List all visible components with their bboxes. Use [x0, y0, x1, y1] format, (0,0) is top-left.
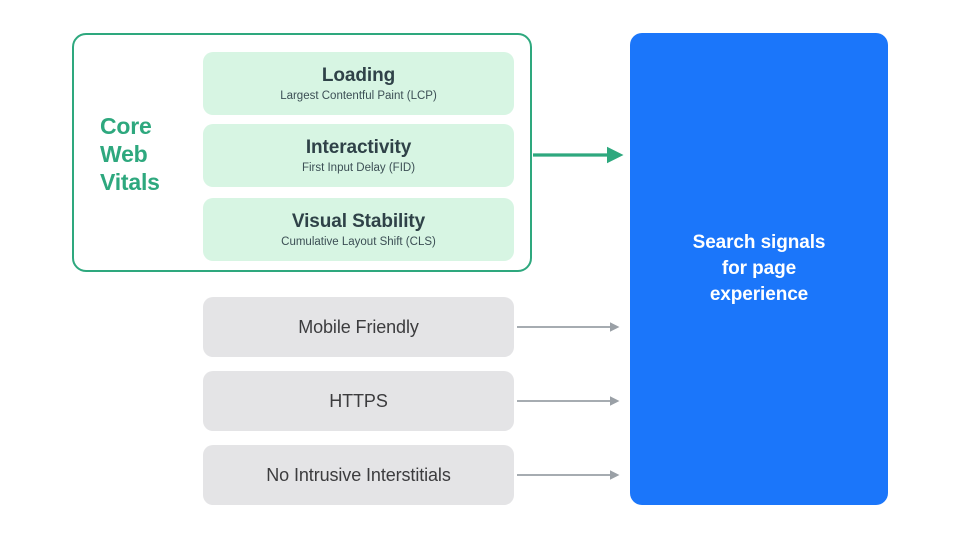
metric-card-loading: Loading Largest Contentful Paint (LCP) — [203, 52, 514, 115]
signal-label: Mobile Friendly — [298, 316, 419, 337]
destination-text: Search signals for page experience — [692, 232, 826, 305]
metric-subtitle: Largest Contentful Paint (LCP) — [280, 89, 437, 102]
signal-label: HTTPS — [329, 390, 388, 411]
metric-card-visual-stability: Visual Stability Cumulative Layout Shift… — [203, 198, 514, 261]
core-web-vitals-label-line-3: Vitals — [100, 169, 160, 195]
metric-card-interactivity: Interactivity First Input Delay (FID) — [203, 124, 514, 187]
core-web-vitals-label: Core Web Vitals — [100, 112, 196, 196]
metric-subtitle: First Input Delay (FID) — [301, 161, 416, 174]
signal-card-mobile-friendly: Mobile Friendly — [203, 297, 514, 357]
core-web-vitals-group — [72, 33, 532, 272]
core-web-vitals-label-line-1: Core — [100, 113, 152, 139]
metric-title: Interactivity — [305, 136, 412, 158]
signal-card-no-intrusive-interstitials: No Intrusive Interstitials — [203, 445, 514, 505]
metric-title: Visual Stability — [291, 210, 426, 232]
signal-label: No Intrusive Interstitials — [266, 464, 451, 485]
signal-card-https: HTTPS — [203, 371, 514, 431]
metric-subtitle: Cumulative Layout Shift (CLS) — [281, 235, 436, 248]
core-web-vitals-label-line-2: Web — [100, 141, 148, 167]
metric-title: Loading — [321, 64, 396, 86]
destination-box-search-signals: Search signals for page experience — [630, 33, 888, 505]
